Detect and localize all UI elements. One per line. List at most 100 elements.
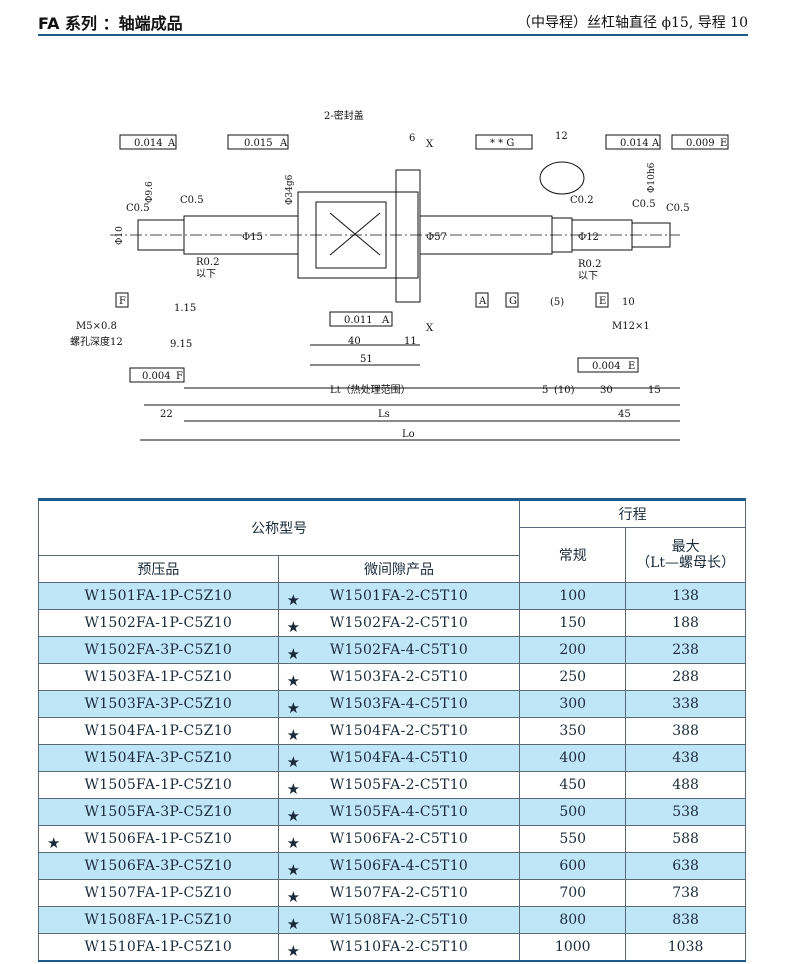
star-mark: ★ <box>286 699 301 717</box>
header-clearance: 微间隙产品 <box>277 555 521 583</box>
svg-text:Φ57: Φ57 <box>426 232 447 243</box>
stroke-max: 1038 <box>667 939 704 955</box>
svg-text:Φ10h6: Φ10h6 <box>647 162 657 193</box>
preload-model: W1505FA-3P-C5Z10 <box>84 804 233 820</box>
svg-text:C0.5: C0.5 <box>632 199 656 210</box>
preload-model: W1505FA-1P-C5Z10 <box>84 777 233 793</box>
page-title: FA 系列 ：轴端成品 <box>38 14 183 33</box>
header-preload: 预压品 <box>38 555 279 583</box>
tol-5: 0.009 <box>686 138 715 149</box>
preload-model: W1502FA-3P-C5Z10 <box>84 642 233 658</box>
star-mark: ★ <box>286 780 301 798</box>
star-mark: ★ <box>286 726 301 744</box>
svg-text:C0.5: C0.5 <box>666 203 690 214</box>
tol-1: 0.014 <box>134 138 163 149</box>
svg-text:A: A <box>381 315 390 326</box>
tol-8: 0.004 <box>142 371 171 382</box>
stroke-normal: 700 <box>559 885 587 901</box>
svg-text:A: A <box>651 138 660 149</box>
stroke-normal: 1000 <box>554 939 591 955</box>
clearance-model: W1506FA-4-C5T10 <box>329 858 469 874</box>
star-mark: ★ <box>286 645 301 663</box>
svg-text:E: E <box>628 361 635 372</box>
svg-text:F: F <box>119 296 126 307</box>
tol-2: 0.015 <box>244 138 273 149</box>
svg-text:6: 6 <box>409 133 415 144</box>
stroke-normal: 150 <box>559 615 587 631</box>
svg-text:C0.2: C0.2 <box>570 195 594 206</box>
svg-text:E: E <box>599 296 606 307</box>
clearance-model: W1502FA-2-C5T10 <box>329 615 469 631</box>
stroke-normal: 500 <box>559 804 587 820</box>
star-mark: ★ <box>286 753 301 771</box>
svg-text:11: 11 <box>404 336 417 347</box>
svg-text:X: X <box>426 139 434 150</box>
stroke-normal: 100 <box>559 588 587 604</box>
stroke-normal: 800 <box>559 912 587 928</box>
label-seal: 2-密封盖 <box>324 109 364 122</box>
clearance-model: W1503FA-2-C5T10 <box>329 669 469 685</box>
stroke-max: 538 <box>672 804 699 820</box>
svg-text:G: G <box>509 296 517 307</box>
svg-text:Φ34g6: Φ34g6 <box>285 174 295 205</box>
svg-text:5: 5 <box>542 385 548 396</box>
svg-text:Lo: Lo <box>402 429 415 440</box>
svg-text:51: 51 <box>360 354 373 365</box>
header-stroke: 行程 <box>519 499 746 528</box>
stroke-max: 438 <box>672 750 699 766</box>
header-model: 公称型号 <box>37 499 521 556</box>
svg-text:Φ15: Φ15 <box>242 232 263 243</box>
svg-text:Φ10: Φ10 <box>115 226 125 245</box>
stroke-max: 738 <box>672 885 699 901</box>
star-mark: ★ <box>286 915 301 933</box>
preload-model: W1510FA-1P-C5Z10 <box>84 939 233 955</box>
stroke-normal: 600 <box>559 858 587 874</box>
tol-6: 0.011 <box>344 315 373 326</box>
clearance-model: W1503FA-4-C5T10 <box>329 696 469 712</box>
clearance-model: W1507FA-2-C5T10 <box>329 885 469 901</box>
svg-text:10: 10 <box>622 297 635 308</box>
stroke-max: 488 <box>672 777 699 793</box>
clearance-model: W1505FA-4-C5T10 <box>329 804 469 820</box>
svg-text:45: 45 <box>618 409 631 420</box>
svg-text:Φ12: Φ12 <box>578 232 599 243</box>
svg-text:(5): (5) <box>550 297 564 308</box>
stroke-normal: 200 <box>559 642 587 658</box>
stroke-max: 388 <box>672 723 699 739</box>
clearance-model: W1502FA-4-C5T10 <box>329 642 469 658</box>
star-mark: ★ <box>286 591 301 609</box>
tol-3: * * G <box>490 138 514 149</box>
clearance-model: W1504FA-4-C5T10 <box>329 750 469 766</box>
page-header: FA 系列 ：轴端成品 （中导程）丝杠轴直径 ϕ15, 导程 10 <box>38 8 748 36</box>
svg-text:螺孔深度12: 螺孔深度12 <box>70 335 123 348</box>
svg-text:M12×1: M12×1 <box>612 321 650 332</box>
svg-text:M5×0.8: M5×0.8 <box>76 321 117 332</box>
stroke-normal: 250 <box>559 669 587 685</box>
svg-text:F: F <box>176 371 183 382</box>
tol-4: 0.014 <box>620 138 649 149</box>
page-subtitle: （中导程）丝杠轴直径 ϕ15, 导程 10 <box>517 15 748 31</box>
svg-text:9.15: 9.15 <box>170 339 192 350</box>
svg-text:Lt（热处理范围）: Lt（热处理范围） <box>330 383 411 396</box>
star-mark: ★ <box>286 834 301 852</box>
clearance-model: W1505FA-2-C5T10 <box>329 777 469 793</box>
svg-text:R0.2: R0.2 <box>196 257 219 268</box>
star-mark: ★ <box>286 942 301 960</box>
svg-text:40: 40 <box>348 336 361 347</box>
svg-text:C0.5: C0.5 <box>126 203 150 214</box>
svg-text:C0.5: C0.5 <box>180 195 204 206</box>
preload-model: W1501FA-1P-C5Z10 <box>84 588 233 604</box>
preload-model: W1503FA-1P-C5Z10 <box>84 669 233 685</box>
svg-text:22: 22 <box>160 409 173 420</box>
svg-text:以下: 以下 <box>196 269 216 280</box>
clearance-model: W1506FA-2-C5T10 <box>329 831 469 847</box>
stroke-normal: 450 <box>559 777 587 793</box>
star-mark: ★ <box>286 861 301 879</box>
